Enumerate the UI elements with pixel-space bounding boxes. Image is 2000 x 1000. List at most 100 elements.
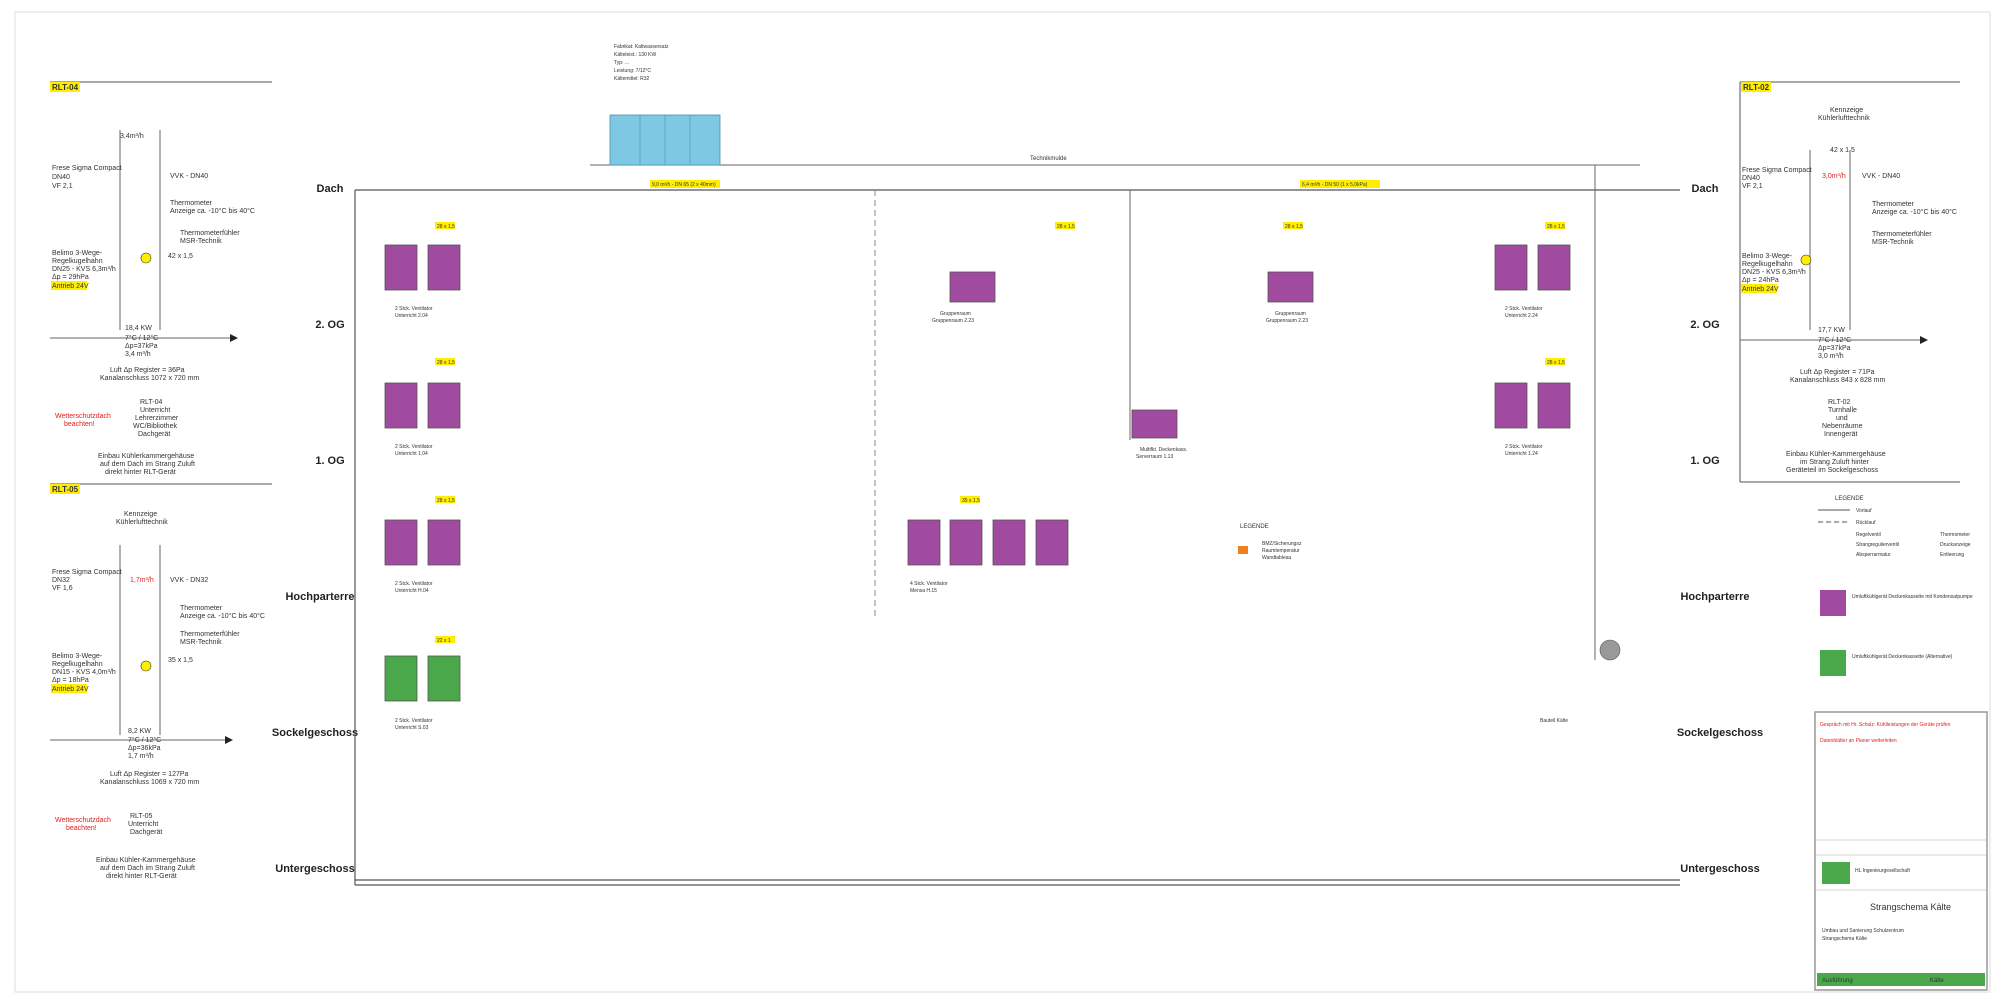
legend-entry: Vorlauf	[1856, 508, 1872, 514]
unit-room: Unterricht 2.24	[1505, 313, 1538, 319]
flow-label: 3,0m³/h	[1822, 173, 1846, 180]
register-dp: Luft Δp Register = 71Pa	[1800, 369, 1875, 376]
pipe-main-label: 9,0 m³/h - DN 65 (2 x 40mm)	[652, 182, 716, 188]
legend-entry: Strangregulierventil	[1856, 542, 1899, 548]
info-1: RLT-05	[130, 813, 153, 820]
project-line-1: Umbau und Sanierung Schulzentrum	[1822, 928, 1904, 934]
fan-coil-unit	[384, 519, 418, 566]
pipe-dim: 28 x 1,5	[437, 360, 455, 366]
sensor-type: MSR-Technik	[180, 238, 222, 245]
legend-entry: Absperrarmatur	[1856, 552, 1891, 558]
red-note-1: Gespräch mit Hr. Schulz: Kühlleistungen …	[1820, 722, 1951, 728]
note-3: direkt hinter RLT-Gerät	[106, 873, 177, 880]
info-4: WC/Bibliothek	[133, 423, 177, 430]
belimo-line2: Regelkugelhahn	[52, 258, 103, 265]
pipe-dim: 42 x 1,5	[1830, 147, 1855, 154]
pipe-dim: 28 x 1,5	[1057, 224, 1075, 230]
fan-coil-unit-green	[427, 655, 461, 702]
flow-label: 3,4m³/h	[120, 133, 144, 140]
red-note-2: Datenblätter an Planer weiterleiten	[1820, 738, 1897, 744]
header-2: Kühlerlufttechnik	[116, 519, 168, 526]
panel-tag: RLT-05	[52, 485, 79, 494]
power-dp: Δp=37kPa	[1818, 345, 1851, 352]
belimo-label: Belimo 3-Wege-	[52, 250, 103, 257]
belimo-line4: Δp = 29hPa	[52, 274, 89, 281]
motor-icon	[140, 660, 152, 672]
warning-text: Wetterschutzdach	[55, 817, 111, 824]
power-flow: 1,7 m³/h	[128, 753, 154, 760]
unit-room: Unterricht 2.04	[395, 313, 428, 319]
power-kw: 18,4 KW	[125, 325, 152, 332]
center-legend-title: LEGENDE	[1240, 524, 1269, 530]
unit-name: 2 Stck. Ventilator	[395, 581, 433, 587]
power-temp: 7°C / 12°C	[125, 334, 158, 342]
unit-name: Gruppenraum	[1275, 311, 1306, 317]
valve-name: Frese Sigma Compact	[1742, 167, 1812, 174]
power-kw: 17,7 KW	[1818, 327, 1845, 334]
floor-label-sg: Sockelgeschoss	[272, 727, 358, 739]
pipe-dim: 28 x 1,5	[1547, 224, 1565, 230]
valve-dn: DN32	[52, 577, 70, 584]
info-2: Turnhalle	[1828, 407, 1857, 414]
fan-coil-unit	[384, 382, 418, 429]
pipe-dim: 35 x 1,5	[962, 498, 980, 504]
sheet-border	[14, 11, 1991, 993]
info-2: Unterricht	[128, 821, 158, 828]
status-bar	[1817, 973, 1985, 986]
units-sg: 22 x 1 2 Stck. Ventilator Unterricht S.0…	[384, 636, 1621, 731]
phase-label: Ausführung	[1822, 978, 1853, 984]
drawing-title: Strangschema Kälte	[1870, 902, 1951, 912]
header-1: Kennzeige	[1830, 107, 1863, 114]
units-hp: 28 x 1,5 2 Stck. Ventilator Unterricht H…	[384, 496, 1302, 594]
company-logo	[1822, 862, 1850, 884]
pipe-dim: 42 x 1,5	[168, 253, 193, 260]
panel-tag: RLT-02	[1743, 83, 1770, 92]
sg-center-label: Bauteil Kälte	[1540, 718, 1568, 724]
vvk-label: VVK - DN40	[1862, 173, 1900, 180]
unit-room: Gruppenraum 2.23	[1266, 318, 1308, 324]
pipe-dim: 22 x 1	[437, 638, 451, 644]
fan-coil-unit	[427, 382, 461, 429]
motor-icon	[140, 252, 152, 264]
fan-coil-unit	[384, 244, 418, 291]
register-connection: Kanalanschluss 1069 x 720 mm	[100, 779, 199, 786]
info-4: Nebenräume	[1822, 423, 1863, 430]
legend-item-3: Wandtableau	[1262, 555, 1291, 561]
register-connection: Kanalanschluss 843 x 828 mm	[1790, 377, 1885, 384]
warning-text-2: beachten!	[64, 421, 95, 428]
valve-dn: DN40	[52, 174, 70, 181]
info-3: und	[1836, 415, 1848, 422]
legend-box: LEGENDE Vorlauf Rücklauf Regelventil Str…	[1818, 496, 1973, 676]
info-5: Dachgerät	[138, 431, 170, 438]
info-3: Dachgerät	[130, 829, 162, 836]
power-flow: 3,0 m³/h	[1818, 353, 1844, 360]
belimo-line5: Antrieb 24V	[52, 283, 89, 290]
pipe-dim: 28 x 1,5	[437, 224, 455, 230]
legend-swatch-green	[1820, 650, 1846, 676]
fan-coil-unit	[1267, 271, 1314, 303]
company-name: HL Ingenieurgesellschaft	[1855, 868, 1910, 874]
fan-coil-unit	[1494, 244, 1528, 291]
fan-coil-unit	[427, 519, 461, 566]
floor-label-hp: Hochparterre	[285, 591, 354, 603]
warning-text: Wetterschutzdach	[55, 413, 111, 420]
pump-icon	[1599, 639, 1621, 661]
unit-room: Unterricht S.03	[395, 725, 429, 731]
belimo-line3: DN15 - KVS 4,0m³/h	[52, 669, 116, 676]
legend-entry: Thermometer	[1940, 532, 1970, 538]
fan-coil-unit	[907, 519, 941, 566]
chiller-spec-2: Kälteleist.: 130 KW	[614, 52, 657, 58]
belimo-label: Belimo 3-Wege-	[1742, 253, 1793, 260]
pipe-dim: 28 x 1,5	[1547, 360, 1565, 366]
fan-coil-unit	[992, 519, 1026, 566]
panel-rlt-04: RLT-04 3,4m³/h Frese Sigma Compact DN40 …	[50, 81, 272, 476]
legend-swatch-magenta	[1820, 590, 1846, 616]
legend-entry: Druckanzeige	[1940, 542, 1971, 548]
thermometer-range: Anzeige ca. -10°C bis 40°C	[170, 207, 255, 215]
pipe-dim: 28 x 1,5	[437, 498, 455, 504]
note-1: Einbau Kühler-Kammergehäuse	[1786, 451, 1886, 458]
fan-coil-unit-green	[384, 655, 418, 702]
note-1: Einbau Kühler-Kammergehäuse	[96, 857, 196, 864]
fan-coil-unit	[1035, 519, 1069, 566]
floor-label-2og: 2. OG	[315, 319, 344, 331]
